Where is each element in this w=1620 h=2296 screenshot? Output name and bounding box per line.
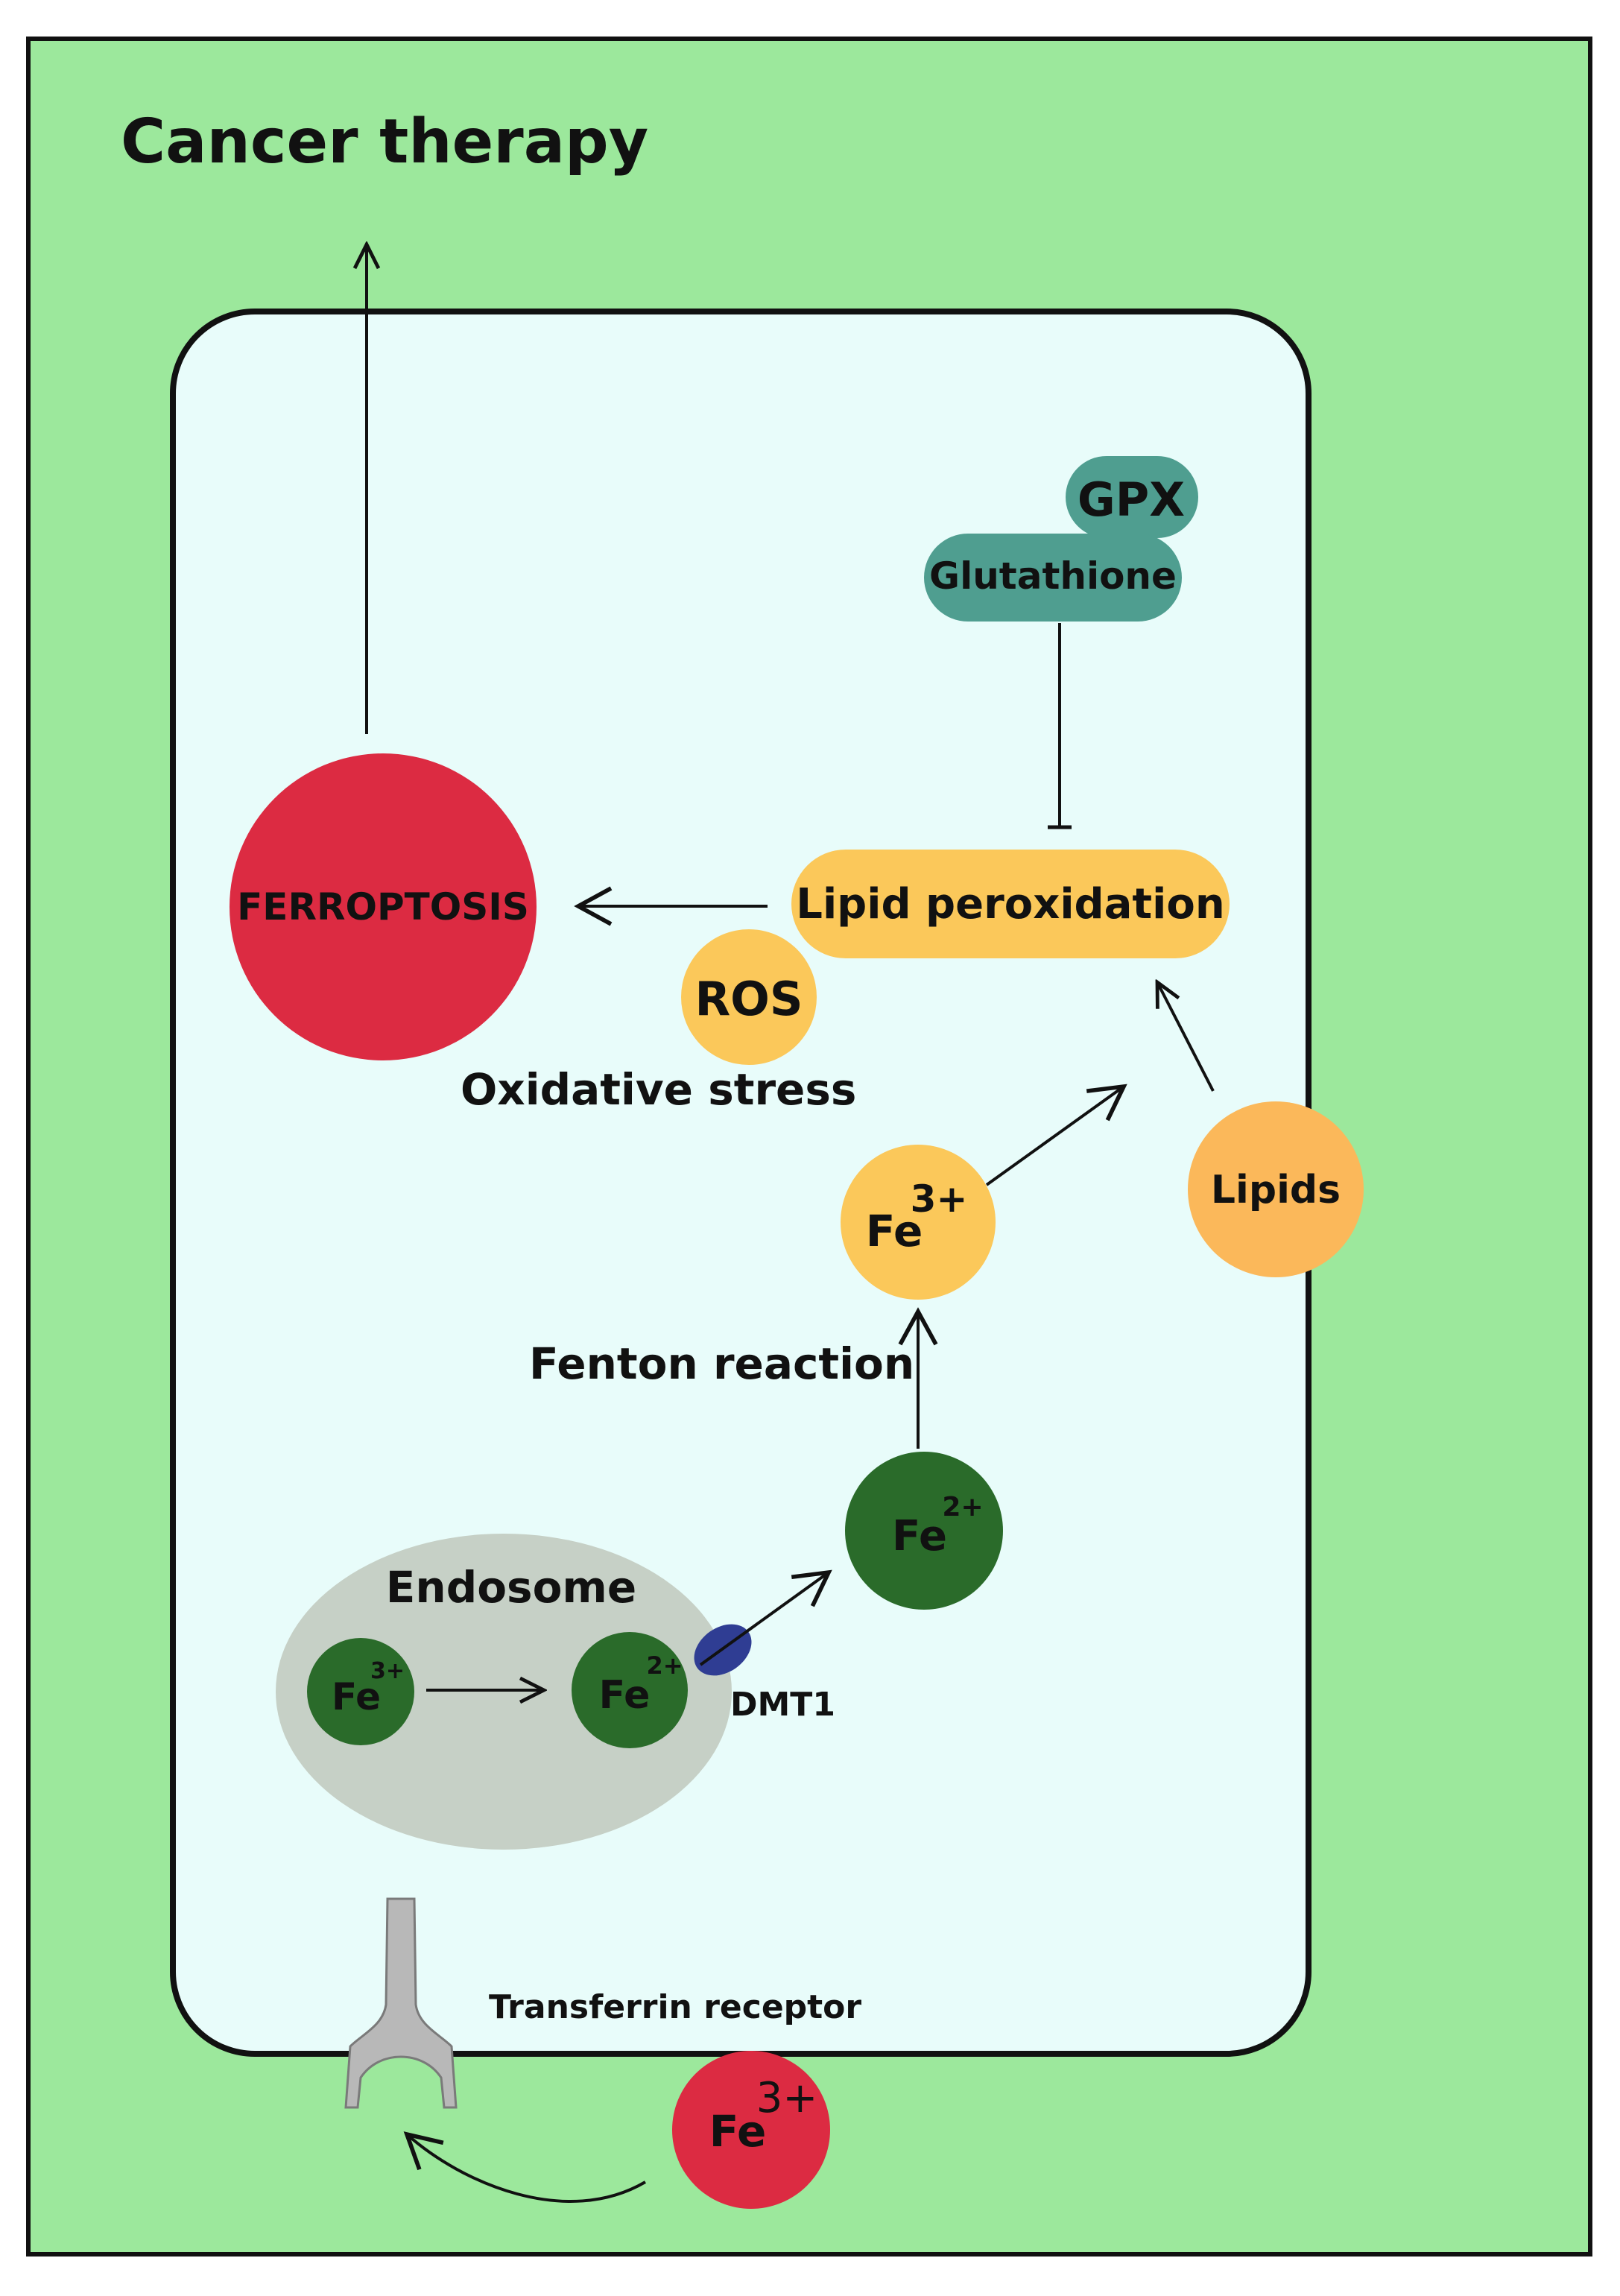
oxidative-stress-label: Oxidative stress [461,1064,856,1115]
fe3-endosome-charge: 3+ [370,1658,405,1684]
lipids-label: Lipids [1211,1168,1341,1212]
fenton-reaction-label: Fenton reaction [529,1338,914,1389]
fe3-extracellular-node [672,2051,830,2209]
fe2-endosome-node [572,1632,688,1748]
ros-label: ROS [694,972,803,1026]
ferroptosis-node [230,753,537,1060]
lipids-node [1188,1101,1364,1277]
gpx-label: GPX [1078,472,1185,527]
fe3-extracellular-charge: 3+ [756,2074,818,2122]
arrow-dmt1-to-fe2 [699,1569,832,1666]
lipid-peroxidation-label: Lipid peroxidation [796,880,1224,929]
ferroptosis-label: FERROPTOSIS [237,885,529,929]
fe3-yellow-charge: 3+ [911,1177,968,1221]
gpx-node [1066,456,1198,538]
ros-node [681,929,817,1065]
fe2-cytosolic-fe: Fe [892,1512,947,1560]
glutathione-label: Glutathione [929,554,1177,598]
diagram-title: Cancer therapy [121,107,648,177]
glutathione-node [924,534,1182,622]
fe3-endosome-node [307,1638,414,1745]
arrow-fe3-to-receptor [403,2131,647,2203]
fe2-cytosolic-charge: 2+ [942,1492,983,1522]
endosome-label: Endosome [386,1562,636,1613]
fe2-endosome-charge: 2+ [646,1651,683,1680]
transferrin-receptor-label: Transferrin receptor [489,1988,861,2026]
fe3-yellow-fe: Fe [866,1206,923,1256]
fe3-yellow-node [841,1145,996,1300]
transferrin-receptor-shape [344,1897,458,2109]
fe3-extracellular-fe: Fe [709,2106,767,2157]
lipid-peroxidation-node [791,850,1230,958]
transferrin-receptor-icon [344,1897,458,2109]
arrow-lipids-to-peroxidation [1157,982,1215,1092]
fe2-endosome-fe: Fe [599,1673,651,1718]
dmt1-label: DMT1 [730,1686,835,1724]
fe3-endosome-fe: Fe [332,1675,381,1718]
fe2-cytosolic-node [845,1452,1003,1610]
arrow-fe3-to-peroxidation [985,1084,1127,1186]
